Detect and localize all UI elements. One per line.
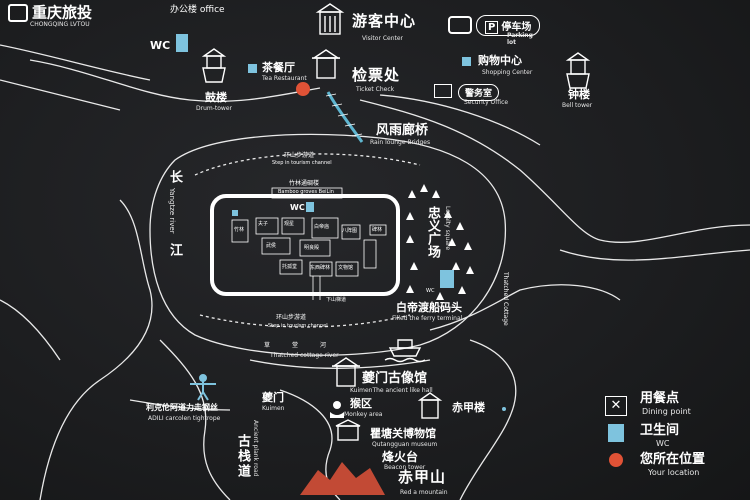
label-adili: 利克伦阿道力走钢丝 (146, 403, 218, 412)
label-visitor-center: 游客中心 (352, 12, 417, 30)
brand-sub: CHONGQING LVTOU (30, 21, 90, 28)
label-tea: 茶餐厅 (262, 61, 295, 74)
inner-label-4: 八阵图 (342, 228, 358, 234)
label-ferry-en: Filled the ferry terminal (392, 315, 463, 322)
label-kuimen: 夔门 (262, 391, 284, 404)
label-step-top: 环山步游道 (284, 152, 315, 159)
dining-icon: ✕ (605, 396, 627, 416)
legend-wc: 卫生间 (640, 423, 680, 438)
label-bell: 钟楼 (568, 88, 590, 101)
label-security-en: Security Office (464, 99, 509, 106)
wc-small-icon (232, 210, 238, 216)
inner-label-11: 碑林 (372, 227, 383, 233)
label-parking-en: Parking lot (507, 32, 533, 46)
label-plank-en: Ancient plank road (252, 420, 259, 477)
legend-dining-en: Dining point (642, 407, 691, 416)
inner-label-8: 托孤堂 (282, 264, 298, 270)
label-rain-bridge: 风雨廊桥 (376, 123, 429, 138)
label-ferry: 白帝渡船码头 (396, 301, 462, 314)
label-ticket: 检票处 (352, 66, 401, 84)
label-step-bottom-en: Step in tourism channel (268, 323, 328, 329)
label-chijia-lou: 赤甲楼 (452, 401, 485, 414)
label-wc-mid: WC (290, 203, 305, 212)
label-drum: 鼓楼 (205, 91, 227, 104)
label-rain-bridge-en: Rain lounge Bridges (370, 139, 431, 146)
label-security: 警务室 (465, 89, 493, 99)
security-icon (434, 84, 452, 98)
legend-dining: 用餐点 (640, 391, 680, 406)
label-red-mountain: 赤甲山 (398, 468, 447, 486)
label-tea-en: Tea Restaurant (262, 75, 307, 82)
label-bamboo: 竹林通碉楼 (289, 180, 320, 187)
legend-location-en: Your location (648, 468, 700, 477)
inner-label-7: 明良殿 (304, 245, 320, 251)
label-thatched-v: Thatched Cottage (502, 272, 509, 326)
label-ticket-en: Ticket Check (356, 86, 395, 93)
brand-name: 重庆旅投 (32, 3, 93, 22)
wc-right-icon (440, 270, 454, 288)
legend-location: 您所在位置 (640, 452, 706, 467)
label-shopping-en: Shopping Center (482, 69, 533, 76)
label-plank: 古栈道 (235, 434, 250, 479)
car-icon (448, 16, 472, 34)
label-kuimen-hall: 夔门古像馆 (362, 371, 428, 386)
label-drum-en: Drum-tower (196, 105, 232, 112)
shopping-icon (462, 57, 471, 66)
legend-wc-en: WC (656, 439, 670, 448)
label-bell-en: Bell tower (562, 102, 593, 109)
inner-label-6: 武侯 (266, 243, 277, 249)
brand-logo-icon: 重庆旅投 (8, 4, 92, 22)
label-monkey: 猴区 (350, 397, 372, 410)
label-office: 办公楼 office (170, 5, 225, 15)
label-visitor-center-en: Visitor Center (362, 35, 404, 42)
security-badge: 警务室 (458, 84, 500, 101)
location-legend-icon (609, 453, 623, 467)
wc-legend-icon (608, 424, 624, 442)
label-yangtze-en: Yangtze river (168, 188, 176, 234)
label-kuimen-hall-en: KuimenThe ancient like hall (350, 387, 433, 394)
label-step-top-en: Step in tourism channel (272, 160, 332, 166)
label-yangtze: 长江 (167, 170, 182, 316)
label-beacon: 烽火台 (382, 450, 419, 464)
label-bamboo-en: Bamboo groves BeiLin (278, 189, 334, 195)
wc-mid-icon (306, 202, 314, 212)
inner-label-10: 文物馆 (338, 265, 354, 271)
label-shopping: 购物中心 (478, 54, 522, 67)
inner-label-5: 白帝庙 (314, 224, 330, 230)
label-cottage: 草堂河 (264, 342, 349, 349)
inner-label-2: 夫子 (258, 221, 269, 227)
label-monkey-en: Monkey area (344, 411, 383, 418)
label-loyalty: 忠义广场 (425, 206, 440, 258)
inner-label-1: 竹林 (234, 227, 245, 233)
label-cottage-en: Thatched cottage river (270, 352, 339, 359)
label-beacon-en: Beacon tower (384, 464, 426, 471)
label-red-mountain-en: Red a mountain (400, 489, 448, 496)
label-step-bottom: 环山步游道 (276, 314, 307, 321)
label-loyalty-en: Loyalty square (444, 206, 451, 251)
inner-label-3: 观星 (284, 221, 295, 227)
label-qutang: 瞿塘关博物馆 (370, 427, 436, 440)
label-parking: 停车场 (501, 22, 532, 33)
label-qutang-en: Qutangguan museum (372, 441, 438, 448)
tea-restaurant-wc-icon (248, 64, 257, 73)
inner-label-12: 下山梯道 (326, 297, 347, 303)
label-wc-top: WC (150, 39, 171, 52)
label-adili-en: ADILI carcolen tightrope (148, 415, 221, 422)
label-wc-right: WC (426, 288, 435, 294)
label-kuimen-en: Kuimen (262, 405, 285, 412)
inner-label-9: 东西碑林 (310, 265, 331, 271)
location-dot-icon (296, 82, 310, 96)
wc-icon (176, 34, 188, 52)
